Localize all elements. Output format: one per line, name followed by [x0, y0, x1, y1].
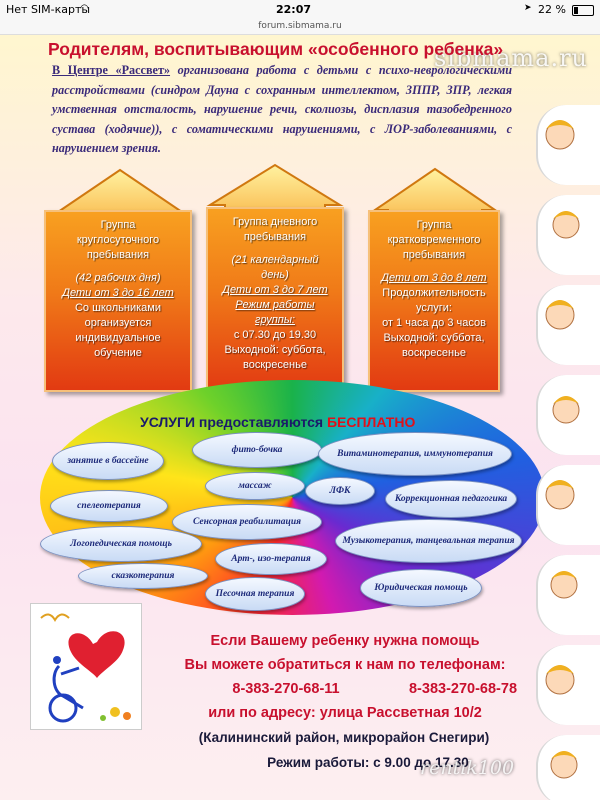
group-card-line: Выходной: суббота, [224, 344, 326, 356]
arrows-graphic [54, 163, 499, 231]
service-exercise-therapy: ЛФК [305, 477, 375, 505]
footer-watermark: rentik100 [420, 757, 515, 779]
group-card-line: Группа [416, 219, 452, 231]
poster-title: Родителям, воспитывающим «особенного реб… [48, 39, 504, 59]
group-card-line: организуется [84, 317, 152, 329]
group-card-line: Группа [100, 219, 136, 231]
group-card-line: воскресенье [402, 347, 466, 359]
service-phyto-barrel: фито-бочка [192, 432, 322, 468]
service-vitamin-therapy: Витаминотерапия, иммунотерапия [318, 432, 512, 476]
group-card-line: день) [261, 269, 289, 281]
service-sensory-rehab: Сенсорная реабилитация [172, 504, 322, 540]
group-card-line: услуги: [415, 302, 452, 314]
status-bar: Нет SIM-карты ◠ 22:07 ➤ 22 % [0, 0, 600, 20]
service-sand-therapy: Песочная терапия [205, 577, 305, 611]
group-card-line: круглосуточного [76, 234, 160, 246]
battery-label: 22 % [538, 3, 566, 16]
address-bar[interactable]: forum.sibmama.ru [0, 20, 600, 35]
group-card-line: пребывания [243, 231, 307, 243]
carrier-label: Нет SIM-карты [6, 3, 91, 16]
contact-address: или по адресу: улица Рассветная 10/2 [208, 705, 482, 721]
group-card-line: кратковременного [387, 234, 481, 246]
group-card-line: (21 календарный [231, 254, 319, 266]
group-card-line: Со школьниками [74, 302, 161, 314]
service-music-therapy: Музыкотерапия, танцевальная терапия [335, 519, 522, 563]
group-card-age: Дети от 3 до 7 лет [222, 284, 328, 296]
clock: 22:07 [276, 3, 312, 16]
group-card-line: обучение [94, 347, 142, 359]
site-watermark: sibmama.ru [433, 44, 588, 72]
services-title-text: УСЛУГИ предоставляются [140, 414, 327, 430]
group-card-line: индивидуальное [75, 332, 161, 344]
center-logo [30, 603, 142, 730]
service-legal-help: Юридическая помощь [360, 569, 482, 607]
kids-fence-decoration [530, 95, 600, 800]
phone-1: 8-383-270-68-11 [232, 681, 340, 697]
battery-icon [572, 5, 594, 16]
intro-body: организована работа с детьми с психо-нев… [52, 63, 512, 155]
group-card-line: Группа дневного [232, 216, 318, 228]
work-hours: Режим работы: с 9.00 до 17.30 [267, 755, 469, 770]
group-card-line: от 1 часа до 3 часов [382, 317, 486, 329]
services-title: УСЛУГИ предоставляются БЕСПЛАТНО [140, 414, 415, 430]
poster-image: sibmama.ru Родителям, воспитывающим «осо… [0, 35, 600, 800]
phone-2: 8-383-270-68-78 [408, 681, 518, 697]
child-faces-icon [545, 120, 580, 779]
intro-text: В Центре «Рассвет» организована работа с… [52, 61, 512, 159]
heart-wheelchair-icon [40, 613, 131, 723]
service-speleotherapy: спелеотерапия [50, 490, 168, 522]
group-card-day-stay: Группа дневного пребывания (21 календарн… [206, 207, 344, 393]
group-card-mode: группы: [255, 314, 295, 326]
service-pool: занятие в бассейне [52, 442, 164, 480]
group-card-line: Выходной: суббота, [383, 332, 485, 344]
group-card-line: (42 рабочих дня) [75, 272, 161, 284]
group-card-short-stay: Группа кратковременного пребывания Дети … [368, 210, 500, 392]
group-card-age: Дети от 3 до 16 лет [62, 287, 174, 299]
group-card-line: с 07.30 до 19.30 [233, 329, 317, 341]
group-card-mode: Режим работы [235, 299, 315, 311]
location-icon: ➤ [524, 3, 532, 13]
contact-district: (Калининский район, микрорайон Снегири) [198, 730, 490, 745]
service-correction-pedagogy: Коррекционная педагогика [385, 480, 517, 518]
service-speech-therapy: Логопедическая помощь [40, 526, 202, 562]
services-free-label: БЕСПЛАТНО [326, 414, 416, 430]
group-card-round-the-clock: Группа круглосуточного пребывания (42 ра… [44, 210, 192, 392]
intro-lead: В Центре «Рассвет» [52, 63, 171, 77]
contact-line2: Вы можете обратиться к нам по телефонам: [184, 657, 506, 673]
group-card-age: Дети от 3 до 8 лет [381, 272, 487, 284]
group-card-line: пребывания [86, 249, 150, 261]
contact-line1: Если Вашему ребенку нужна помощь [210, 633, 480, 649]
service-massage: массаж [205, 472, 305, 500]
group-card-line: пребывания [402, 249, 466, 261]
wifi-icon: ◠ [80, 3, 89, 14]
service-art-therapy: Арт-, изо-терапия [215, 543, 327, 575]
service-fairy-tale-therapy: сказкотерапия [78, 563, 208, 589]
group-card-line: воскресенье [243, 359, 307, 371]
group-card-line: Продолжительность [382, 287, 486, 299]
